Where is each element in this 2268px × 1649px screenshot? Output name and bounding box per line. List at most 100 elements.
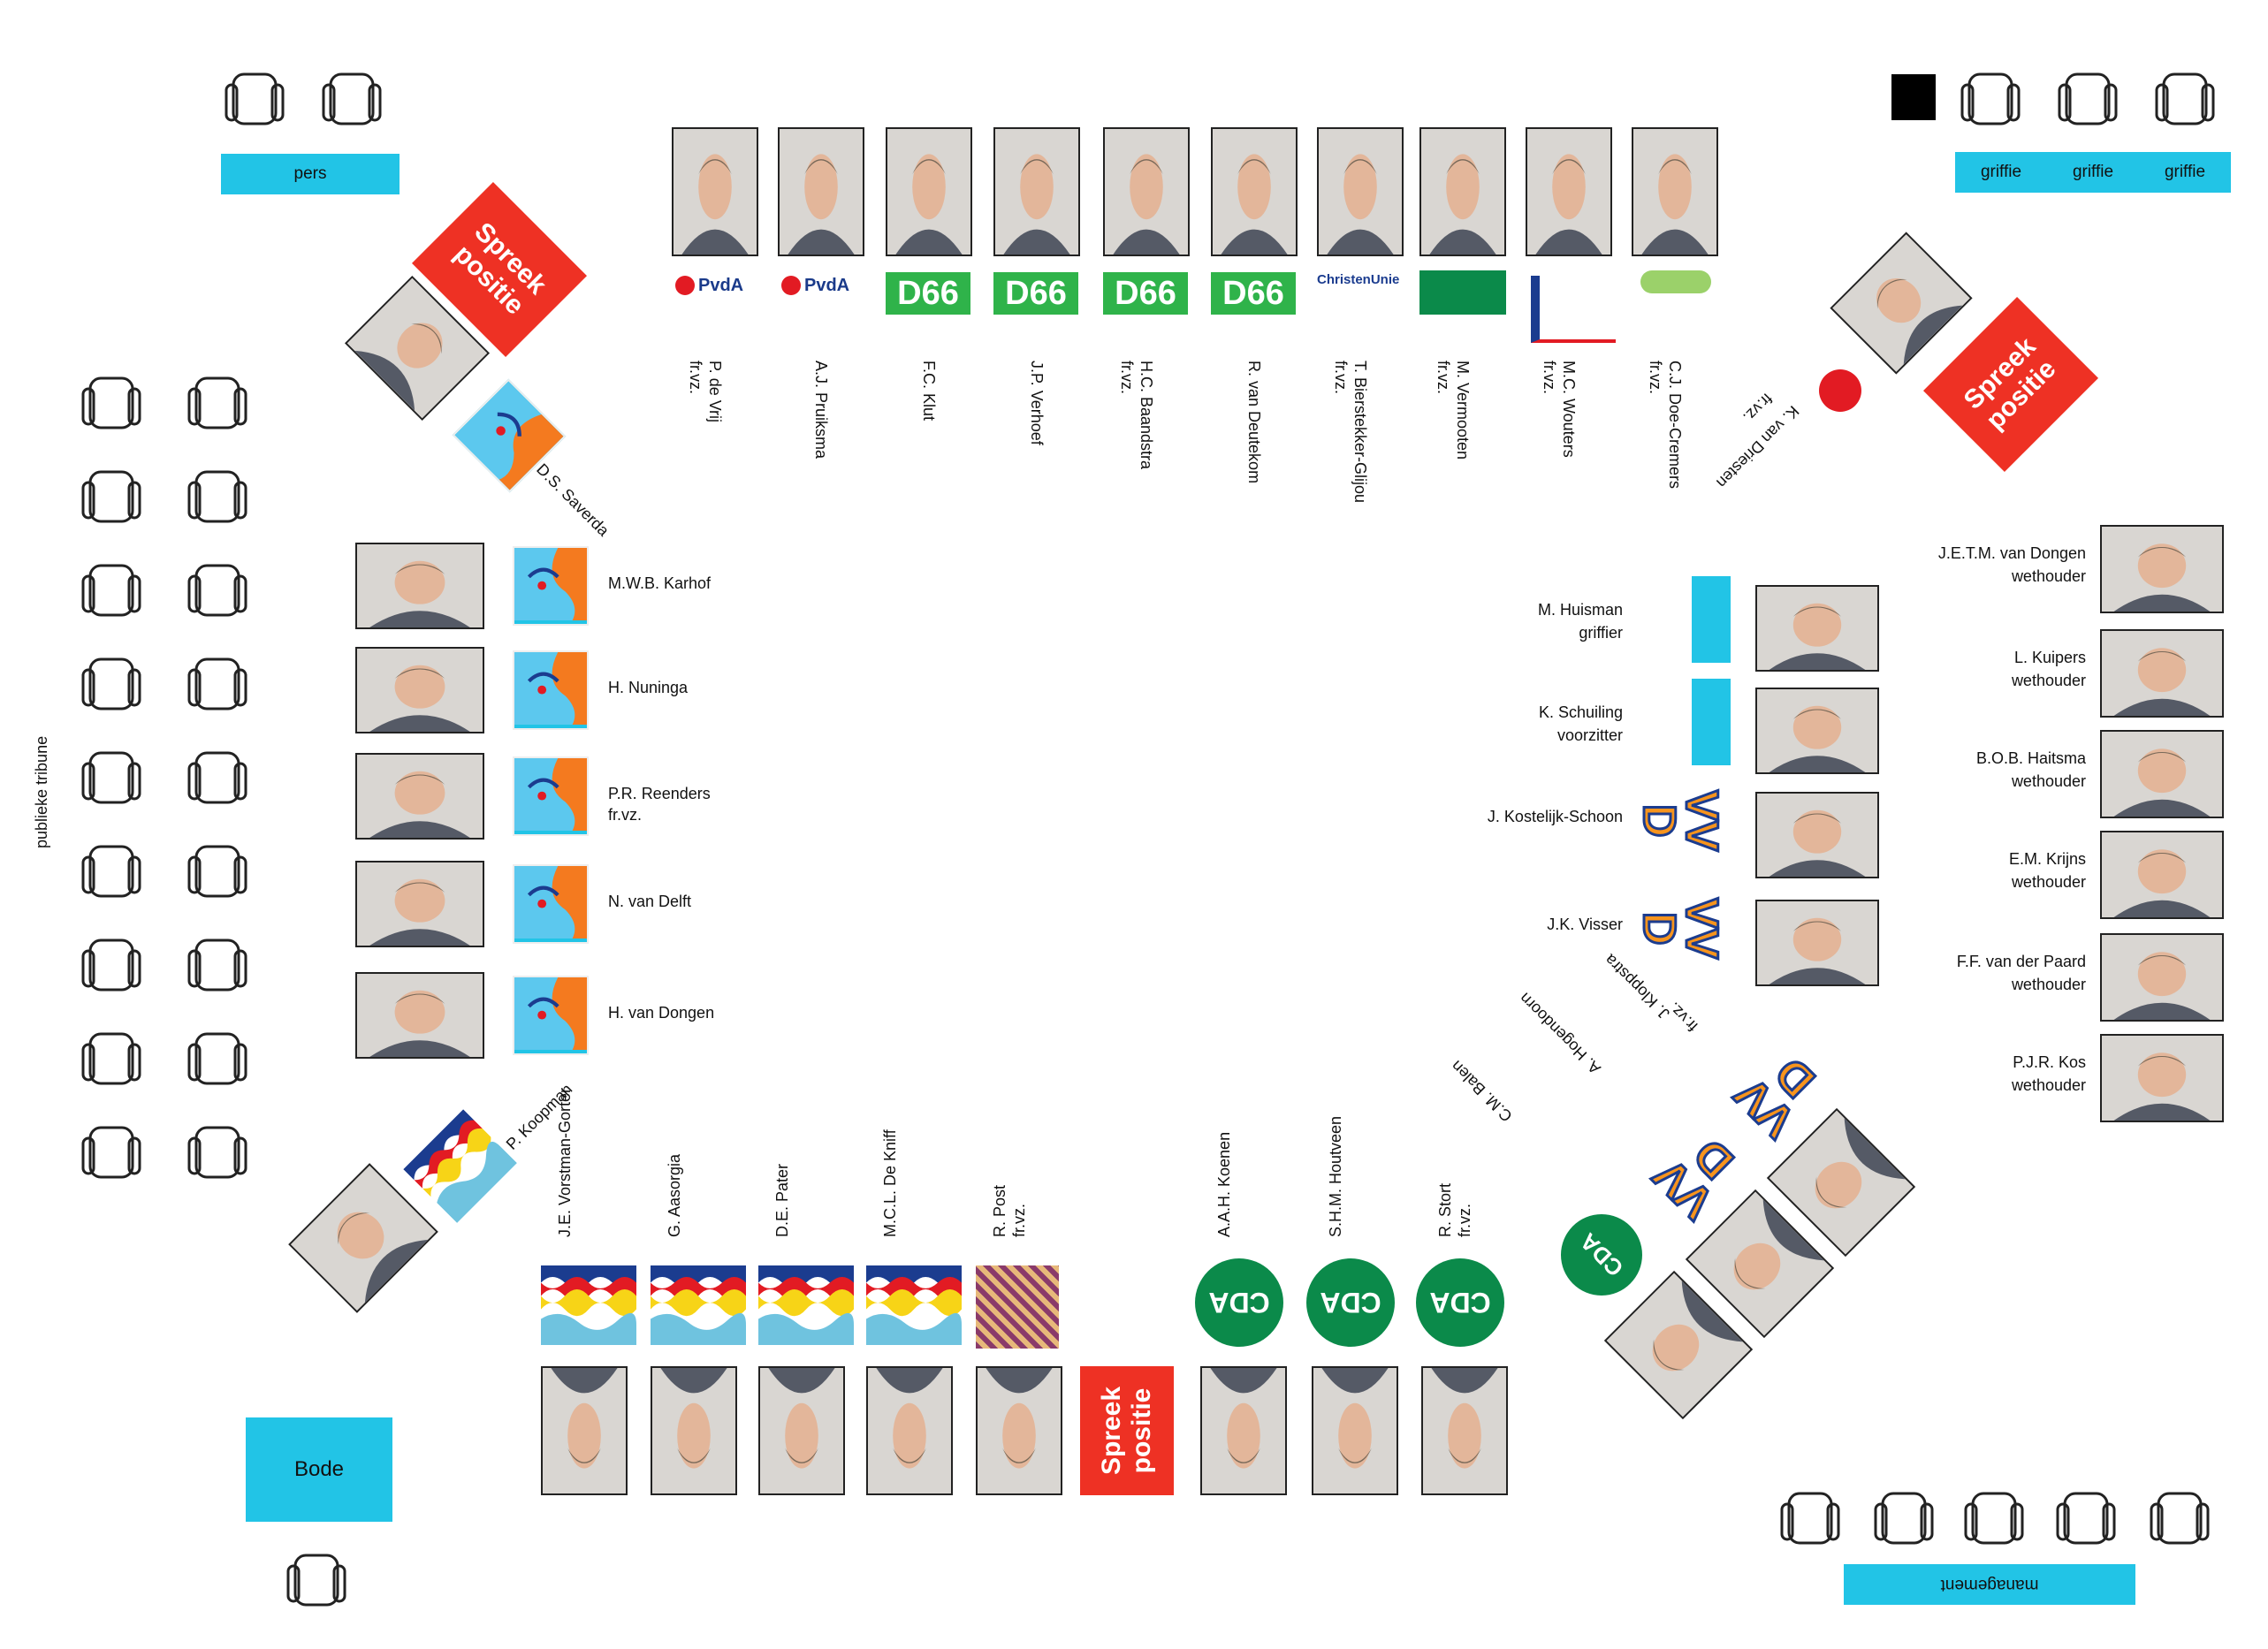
member-photo: [355, 861, 484, 947]
pvda-text: PvdA: [804, 275, 850, 295]
chair-icon: [1872, 1486, 1936, 1550]
member-role: fr.vz.: [608, 806, 643, 824]
spreek-label: Spreek positie: [1958, 331, 2062, 436]
member-name: P. de Vrij: [706, 361, 724, 423]
chair-icon: [2148, 1486, 2211, 1550]
member-photo: [976, 1366, 1062, 1495]
member-photo: [778, 127, 864, 256]
cda-logo: CDA: [1306, 1258, 1395, 1347]
party-logo: [513, 650, 589, 730]
member-photo: [866, 1366, 953, 1495]
member-name: J.E. Vorstman-Gorter: [556, 1087, 574, 1237]
chair-icon: [80, 1027, 143, 1090]
chair-icon: [1959, 67, 2022, 131]
chair-icon: [80, 371, 143, 435]
member-photo: [1632, 127, 1718, 256]
member-role: fr.vz.: [1664, 999, 1701, 1036]
party-logo-flag: [866, 1265, 962, 1345]
chair-icon: [2054, 1486, 2118, 1550]
member-photo: [1830, 232, 1973, 375]
vvd-logo: VVD: [1633, 891, 1729, 986]
member-name: J. Kostelijk-Schoon: [1487, 808, 1623, 825]
member-name: H. Nuninga: [608, 679, 689, 696]
member-photo: [541, 1366, 628, 1495]
member-photo: [2100, 629, 2224, 718]
member-photo: [1317, 127, 1404, 256]
member-name: B.O.B. Haitsma: [1975, 749, 2086, 767]
member-role: griffier: [1579, 624, 1623, 642]
d66-logo: D66: [886, 272, 970, 315]
member-photo: [1419, 127, 1506, 256]
chair-icon: [186, 840, 249, 903]
griffie-label: griffie: [1980, 163, 2022, 181]
member-photo: [886, 127, 972, 256]
sp-logo: [1810, 361, 1870, 421]
party-logo-flag: [758, 1265, 854, 1345]
party-logo-flag: [403, 1109, 520, 1226]
cda-logo: CDA: [1195, 1258, 1283, 1347]
pvda-text: PvdA: [698, 275, 744, 295]
member-photo: [2100, 1034, 2224, 1122]
member-photo: [1103, 127, 1190, 256]
member-name: M.C. Wouters: [1560, 361, 1578, 458]
chair-icon: [186, 1027, 249, 1090]
christenunie-logo: ChristenUnie: [1317, 272, 1400, 287]
member-role: fr.vz.: [1435, 361, 1452, 395]
member-name: E.M. Krijns: [2008, 850, 2086, 868]
member-role: fr.vz.: [1647, 361, 1664, 395]
rose-icon: [675, 276, 695, 295]
chair-icon: [80, 840, 143, 903]
chair-icon: [223, 67, 286, 131]
member-photo: [2100, 730, 2224, 818]
samen-logo: [1640, 270, 1711, 293]
svg-text:D: D: [1639, 912, 1685, 946]
member-name: T. Bierstekker-Glijou: [1351, 361, 1369, 504]
chair-icon: [2056, 67, 2120, 131]
member-photo: [1312, 1366, 1398, 1495]
member-role: fr.vz.: [1118, 361, 1136, 395]
member-name: R. van Deutekom: [1245, 361, 1263, 484]
spreek-positie-bottom: Spreek positie: [1080, 1366, 1174, 1495]
member-name: P.J.R. Kos: [2013, 1053, 2086, 1071]
member-name: J.E.T.M. van Dongen: [1937, 544, 2086, 562]
member-photo: [1526, 127, 1612, 256]
member-photo: [355, 753, 484, 840]
member-photo: [288, 1163, 438, 1313]
member-name: D.E. Pater: [773, 1163, 791, 1237]
chair-icon: [186, 465, 249, 528]
member-photo: [355, 543, 484, 629]
member-role: wethouder: [2011, 873, 2086, 891]
member-name: H. van Dongen: [608, 1004, 715, 1022]
member-photo: [1766, 1107, 1916, 1258]
griffie-label: griffie: [2072, 163, 2114, 181]
chair-icon: [80, 559, 143, 622]
member-photo: [1755, 688, 1879, 774]
chair-icon: [80, 465, 143, 528]
bij-logo: [1531, 276, 1616, 343]
member-photo: [355, 647, 484, 733]
member-role: wethouder: [2011, 567, 2086, 585]
rose-icon: [781, 276, 801, 295]
griffie-bar: griffie griffie griffie: [1955, 152, 2231, 193]
svg-text:VV: VV: [1676, 898, 1727, 960]
member-name: R. Post: [991, 1184, 1008, 1237]
chair-icon: [1778, 1486, 1842, 1550]
party-logo-pattern: [976, 1265, 1059, 1349]
chair-icon: [186, 371, 249, 435]
member-name: M. Huisman: [1537, 601, 1623, 619]
party-logo-flag: [541, 1265, 636, 1345]
party-logo: [513, 546, 589, 626]
chair-icon: [186, 1121, 249, 1184]
chair-icon: [186, 559, 249, 622]
member-name: A.A.H. Koenen: [1215, 1131, 1233, 1237]
cda-logo: CDA: [1543, 1197, 1660, 1313]
party-logo: [452, 378, 567, 493]
blue-seat: [1692, 576, 1731, 663]
d66-logo: D66: [1211, 272, 1296, 315]
spreek-label: Spreek positie: [448, 217, 552, 321]
chair-icon: [80, 1121, 143, 1184]
pvda-logo: PvdA: [781, 272, 849, 299]
member-photo: [1211, 127, 1298, 256]
member-name: J.P. Verhoef: [1028, 361, 1046, 445]
member-photo: [1421, 1366, 1508, 1495]
